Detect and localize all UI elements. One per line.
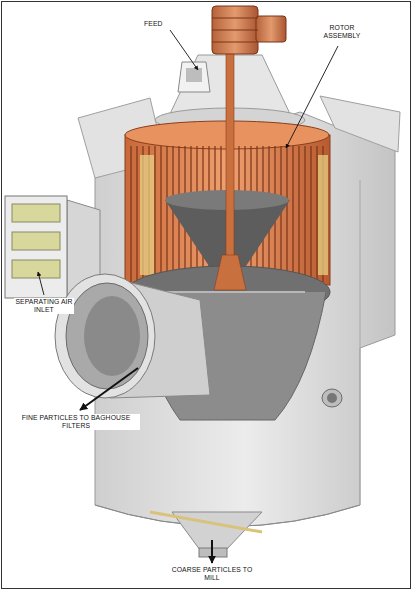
separating-air-inlet-part bbox=[12, 260, 60, 278]
feed-chute-part bbox=[178, 62, 210, 92]
rotor-blade bbox=[316, 146, 317, 282]
housing-part bbox=[320, 96, 400, 152]
rotor-blade bbox=[286, 146, 287, 282]
feed-chute bbox=[178, 62, 210, 92]
rotor-blade bbox=[166, 146, 167, 282]
shaft bbox=[214, 40, 246, 290]
rotor-blade bbox=[292, 146, 293, 282]
motor-part bbox=[256, 16, 286, 42]
housing-part bbox=[360, 180, 361, 505]
side-nozzle-part bbox=[327, 393, 337, 403]
motor-part bbox=[212, 6, 258, 54]
side-nozzle bbox=[322, 389, 342, 407]
fine-outlet-pipe-part bbox=[66, 283, 148, 389]
leader-lines-part bbox=[286, 46, 338, 148]
rotor-blade bbox=[304, 146, 305, 282]
rotor-assembly-part bbox=[318, 155, 328, 275]
leader-lines-part bbox=[170, 30, 198, 70]
fine-outlet-pipe bbox=[55, 274, 210, 398]
rotor-blade bbox=[130, 146, 131, 282]
shaft-part bbox=[226, 40, 234, 265]
motor-part bbox=[212, 18, 258, 19]
motor-part bbox=[212, 42, 258, 43]
part-label: FINE PARTICLES TO BAGHOUSE FILTERS bbox=[12, 414, 140, 430]
classifier-chamber-part bbox=[150, 291, 305, 293]
shaft-part bbox=[214, 255, 246, 290]
coarse-outlet-cone-part bbox=[150, 512, 262, 532]
part-label: COARSE PARTICLES TO MILL bbox=[170, 566, 254, 582]
leader-lines-part bbox=[80, 368, 138, 410]
part-label: SEPARATING AIR INLET bbox=[14, 298, 74, 314]
coarse-outlet-cone bbox=[150, 512, 262, 557]
fine-outlet-pipe-part bbox=[84, 296, 140, 376]
rotor-assembly-part bbox=[140, 155, 154, 275]
rotor-blade bbox=[136, 146, 137, 282]
feed-chute-part bbox=[186, 68, 202, 82]
rotor-blade bbox=[172, 146, 173, 282]
rotor-blade bbox=[154, 146, 155, 282]
rotor-blade bbox=[298, 146, 299, 282]
side-nozzle-part bbox=[322, 389, 342, 407]
separating-air-inlet-part bbox=[12, 232, 60, 250]
separating-air-inlet-part bbox=[5, 196, 67, 298]
rotor-blade bbox=[160, 146, 161, 282]
fine-outlet-pipe-part bbox=[55, 274, 155, 398]
part-label: ROTOR ASSEMBLY bbox=[318, 24, 366, 40]
housing bbox=[78, 96, 400, 527]
leader-lines-part bbox=[38, 272, 44, 295]
rotor-blade bbox=[310, 146, 311, 282]
leader-lines-part bbox=[211, 540, 213, 563]
leader-lines bbox=[38, 30, 338, 563]
separating-air-inlet-part bbox=[12, 204, 60, 222]
motor-part bbox=[212, 30, 258, 31]
motor bbox=[212, 6, 286, 54]
part-label: FEED bbox=[143, 20, 173, 28]
